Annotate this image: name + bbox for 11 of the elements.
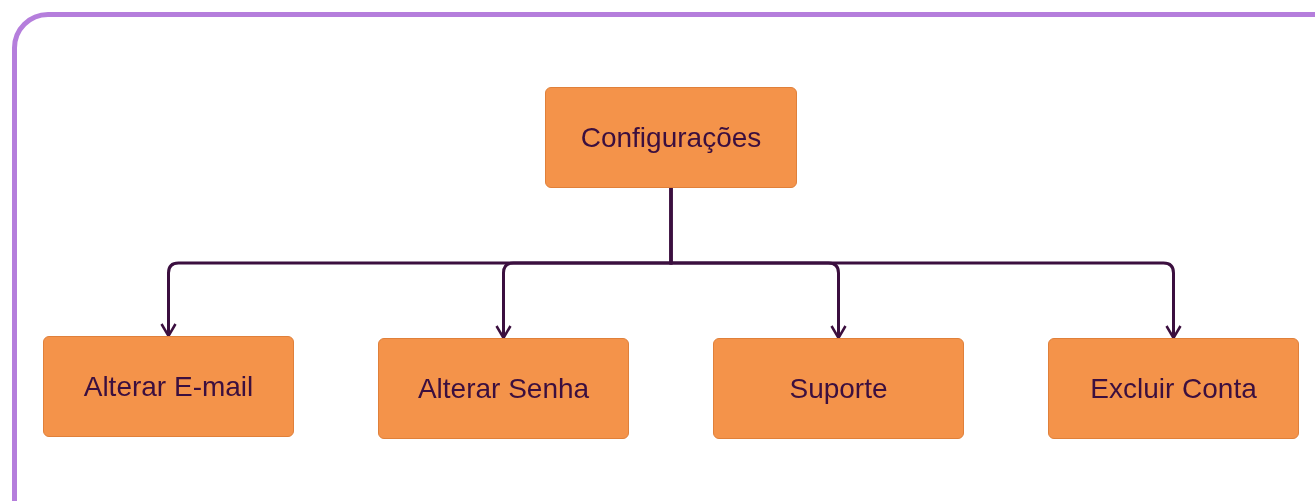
process-box — [713, 338, 964, 439]
process-box — [43, 336, 294, 437]
box-label: Alterar E-mail — [83, 369, 254, 404]
process-box — [1048, 338, 1299, 439]
arrow — [669, 188, 1182, 340]
box-label: Configurações — [580, 120, 762, 155]
process-box — [545, 87, 797, 188]
box-label: Suporte — [789, 371, 888, 406]
box-label: Excluir Conta — [1090, 371, 1257, 406]
box-label: Alterar Senha — [417, 371, 590, 406]
process-box — [378, 338, 629, 439]
